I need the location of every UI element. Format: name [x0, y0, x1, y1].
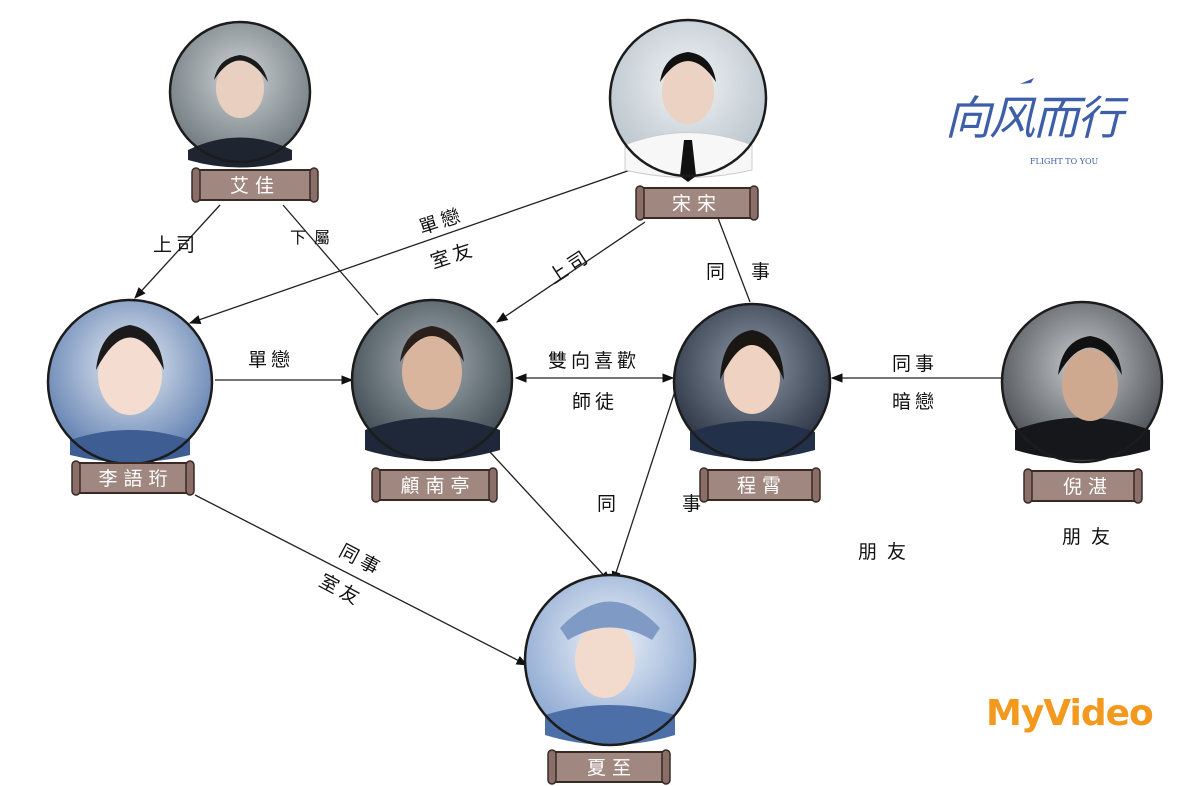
- plane-icon: [1020, 78, 1034, 84]
- arrow-songsong-liyuheng: [188, 167, 637, 324]
- name-label: 宋宋: [672, 193, 722, 215]
- label-unrequited: 單戀: [416, 204, 467, 239]
- label-roommate: 室友: [315, 570, 366, 611]
- label-colleague: 同事: [335, 540, 386, 581]
- show-title: 向风而行: [945, 91, 1129, 145]
- character-liyuheng[interactable]: 李語珩: [46, 298, 214, 496]
- arrow-songsong-gunanting: [496, 221, 646, 323]
- brand-logo: MyVideo: [986, 693, 1153, 734]
- label-subordinate: 下屬: [290, 228, 338, 247]
- label-boss: 上司: [544, 245, 595, 289]
- relation-labels: 上司 下屬 單戀 室友 上司 同 事 單戀 雙向喜歡 師徒 同事 暗戀 同 事 …: [153, 204, 1120, 611]
- character-xiazhi[interactable]: 夏至: [523, 573, 697, 785]
- label-colleague: 同 事: [597, 493, 731, 515]
- character-gunanting[interactable]: 顧南亭: [350, 298, 514, 503]
- character-chengxiao[interactable]: 程霄: [672, 302, 832, 503]
- arrow-gunanting-xiazhi: [489, 451, 611, 583]
- label-friend: 朋友: [858, 541, 916, 563]
- line-aijia-gunanting: [282, 204, 379, 316]
- connections: [134, 167, 1002, 666]
- name-label: 顧南亭: [400, 475, 475, 497]
- label-friend: 朋友: [1062, 526, 1120, 548]
- label-mentor: 師徒: [572, 391, 618, 413]
- character-aijia[interactable]: 艾佳: [168, 20, 319, 203]
- character-nizhan[interactable]: 倪湛: [1000, 300, 1164, 504]
- line-songsong-chengxiao: [717, 217, 751, 303]
- character-songsong[interactable]: 宋宋: [608, 18, 768, 221]
- name-label: 夏至: [587, 757, 637, 779]
- label-secret-love: 暗戀: [892, 391, 938, 413]
- name-label: 李語珩: [98, 468, 173, 490]
- arrow-aijia-liyuheng: [134, 204, 221, 299]
- label-mutual-love: 雙向喜歡: [548, 350, 640, 372]
- name-label: 倪湛: [1063, 476, 1113, 498]
- arrow-chengxiao-xiazhi: [611, 387, 677, 584]
- label-roommate: 室友: [428, 238, 479, 273]
- show-logo: 向风而行 FLIGHT TO YOU: [945, 78, 1131, 166]
- label-boss: 上司: [153, 234, 199, 256]
- label-colleague: 同 事: [706, 261, 780, 283]
- name-label: 艾佳: [230, 175, 280, 197]
- name-label: 程霄: [737, 475, 787, 497]
- show-title-en: FLIGHT TO YOU: [1030, 157, 1099, 166]
- label-colleague: 同事: [892, 353, 938, 375]
- label-unrequited: 單戀: [248, 349, 294, 371]
- arrow-liyuheng-xiazhi: [194, 494, 529, 666]
